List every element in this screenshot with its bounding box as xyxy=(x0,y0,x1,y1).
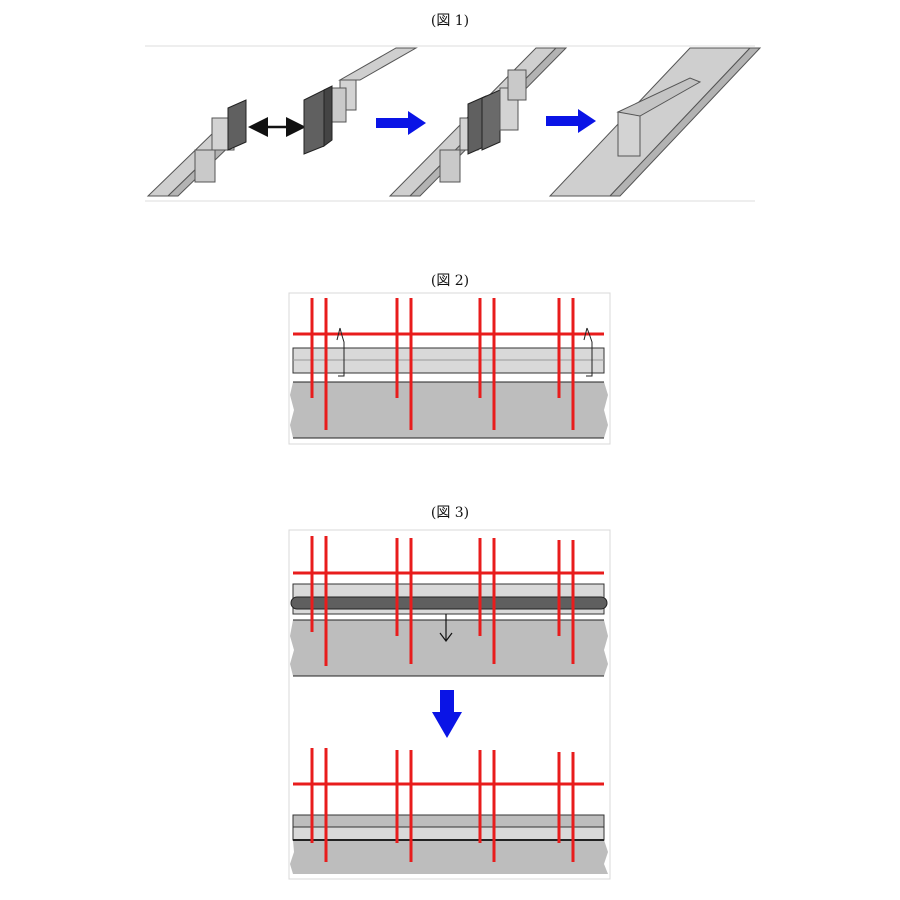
figure-1-caption: (図 1) xyxy=(430,13,470,29)
figure-1 xyxy=(145,45,762,202)
rail-segment-left xyxy=(146,99,247,197)
blue-arrow-2 xyxy=(546,109,596,133)
rebar-verticals xyxy=(310,298,575,430)
rail-segment-right xyxy=(303,47,418,155)
blue-arrow-1 xyxy=(376,111,426,135)
board-bottom-dark xyxy=(292,814,605,828)
hook-right xyxy=(586,327,593,377)
figure-3-caption: (図 3) xyxy=(430,505,470,521)
board-bottom-light xyxy=(292,826,605,841)
small-down-arrow xyxy=(439,614,453,642)
figure-2 xyxy=(288,292,611,445)
concrete-base-bottom xyxy=(290,840,608,874)
rebar-verticals-top xyxy=(310,536,575,666)
figure-3 xyxy=(288,529,611,880)
rebar-verticals-bottom xyxy=(310,748,575,862)
concrete-base-top xyxy=(290,620,608,676)
rail-joined xyxy=(388,47,568,197)
rail-final xyxy=(548,47,762,197)
blue-down-arrow xyxy=(432,690,462,738)
hook-left xyxy=(338,327,345,377)
dark-pipe xyxy=(290,596,608,610)
figure-2-caption: (図 2) xyxy=(430,273,470,289)
concrete-base xyxy=(290,382,608,438)
